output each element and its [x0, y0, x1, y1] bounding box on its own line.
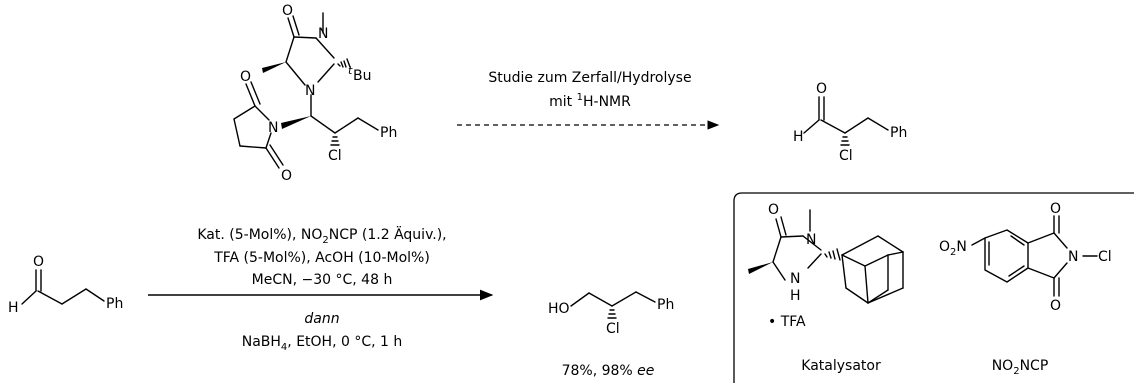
atom-nitrogen: N — [318, 26, 328, 42]
hashed-bond — [330, 136, 340, 146]
catalyst-name: Katalysator — [801, 358, 881, 374]
phenyl-label: Ph — [890, 125, 907, 141]
phenyl-label: Ph — [380, 125, 397, 141]
atom-oxygen: O — [1050, 298, 1061, 314]
bottom-condition-line3: MeCN, −30 °C, 48 h — [252, 272, 393, 288]
atom-chlorine: Cl — [839, 148, 853, 164]
bottom-reactant-structure: H O Ph — [8, 254, 123, 316]
nitro-label: O2N — [939, 239, 967, 258]
atom-oxygen: O — [816, 81, 827, 97]
atom-oxygen: O — [1050, 201, 1061, 217]
atom-chlorine: Cl — [606, 321, 620, 337]
top-substrate-structure: O N N t Bu N O O Cl Ph — [233, 3, 397, 184]
bottom-condition-line1: Kat. (5-Mol%), NO2NCP (1.2 Äquiv.), — [197, 225, 446, 246]
atom-oxygen: O — [768, 202, 779, 218]
hydroxyl-label: HO — [548, 301, 570, 317]
atom-hydrogen: H — [790, 288, 801, 304]
atom-oxygen: O — [240, 69, 251, 85]
atom-nitrogen: N — [790, 271, 800, 287]
atom-nitrogen: N — [806, 232, 816, 248]
atom-oxygen: O — [281, 168, 292, 184]
atom-oxygen: O — [282, 3, 293, 19]
bottom-product-structure: HO Cl Ph — [548, 291, 674, 337]
tert-prefix: t — [348, 64, 353, 77]
reagent-structure: O2N N Cl O O — [939, 201, 1112, 314]
top-condition-line1: Studie zum Zerfall/Hydrolyse — [488, 70, 691, 86]
hashed-bond — [840, 136, 850, 146]
adamantyl-cage — [841, 235, 904, 304]
reagent-name: NO2NCP — [992, 358, 1049, 377]
hashed-bond — [337, 58, 351, 68]
atom-nitrogen: N — [1068, 249, 1078, 265]
bottom-condition-line4: dann — [304, 311, 339, 327]
bottom-condition-line5: NaBH4, EtOH, 0 °C, 1 h — [242, 334, 403, 353]
tbu-label: Bu — [353, 68, 371, 84]
phenyl-label: Ph — [106, 296, 123, 312]
top-condition-line2: mit 1H-NMR — [549, 92, 631, 110]
atom-chlorine: Cl — [328, 148, 342, 164]
atom-nitrogen: N — [268, 120, 278, 136]
top-product-structure: H O Cl Ph — [793, 81, 907, 164]
hashed-bond — [607, 309, 617, 319]
bottom-condition-line2: TFA (5-Mol%), AcOH (10-Mol%) — [213, 250, 430, 266]
phenyl-label: Ph — [657, 297, 674, 313]
tfa-salt-label: • TFA — [768, 314, 806, 330]
atom-chlorine: Cl — [1098, 249, 1112, 265]
legend-box-frame — [733, 192, 1134, 383]
atom-nitrogen: N — [305, 83, 315, 99]
atom-oxygen: O — [33, 254, 44, 270]
yield-ee-text: 78%, 98% ee — [562, 363, 655, 379]
atom-hydrogen: H — [793, 129, 804, 145]
catalyst-structure: O N N H • TFA — [748, 202, 904, 330]
hashed-bond — [824, 248, 841, 261]
atom-hydrogen: H — [8, 300, 19, 316]
